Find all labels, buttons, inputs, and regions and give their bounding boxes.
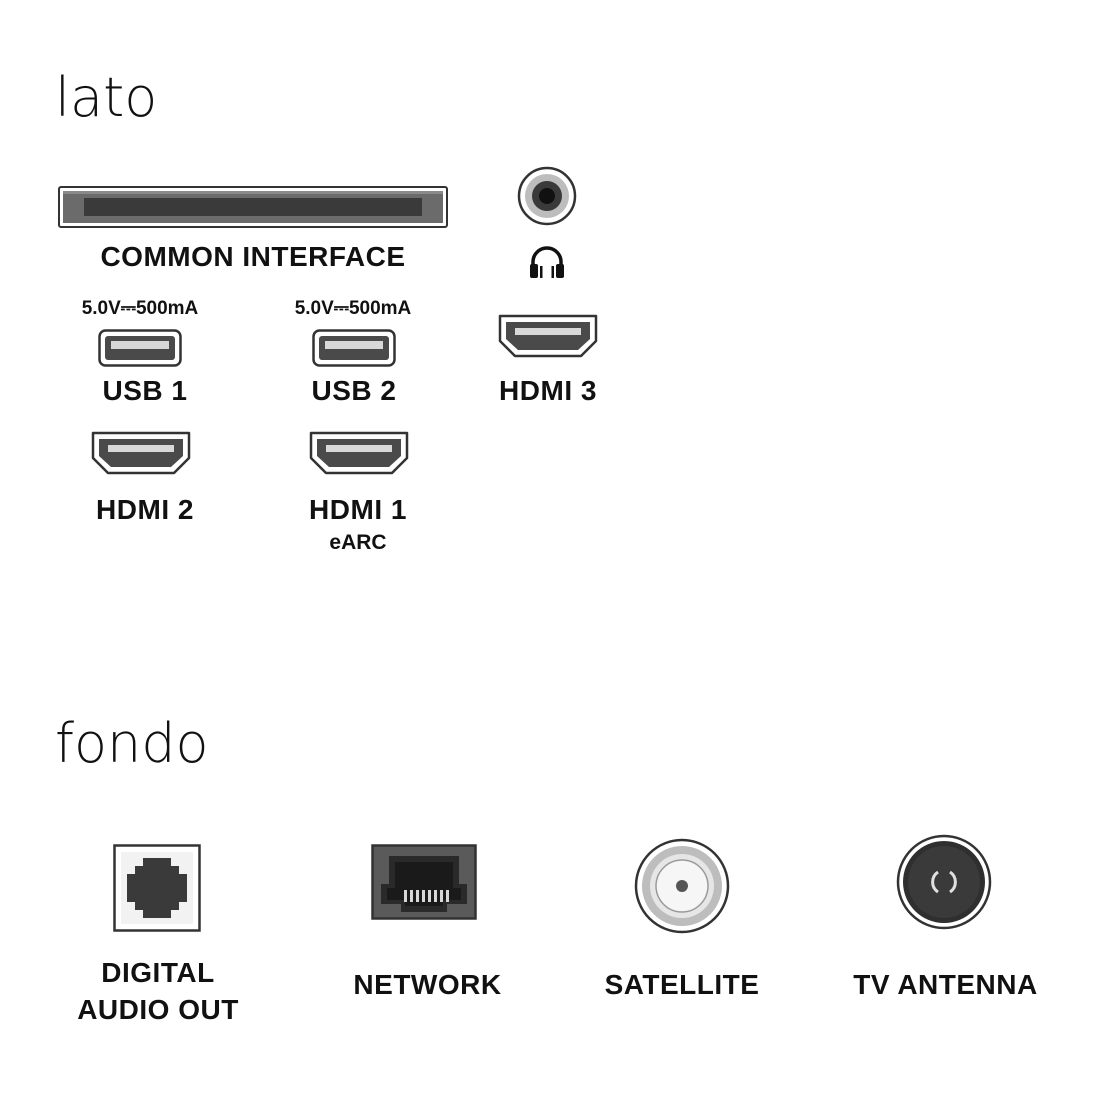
optical-port-icon (113, 844, 201, 932)
hdmi1-label: HDMI 1 (309, 494, 407, 525)
tv-antenna-label: TV ANTENNA (853, 969, 1038, 1000)
hdmi3-label: HDMI 3 (499, 375, 597, 406)
digital-audio-out-label-line1: DIGITAL (101, 957, 215, 988)
usb1-label: USB 1 (102, 375, 188, 406)
common-interface-label: COMMON INTERFACE (100, 241, 406, 272)
network-label: NETWORK (353, 969, 502, 1000)
satellite-port-icon (634, 838, 730, 934)
ethernet-port-icon (371, 844, 477, 920)
usb1-rating: 5.0V⎓500mA (81, 298, 199, 319)
section-title-side: lato (55, 66, 158, 129)
digital-audio-out-label-line2: AUDIO OUT (77, 994, 239, 1025)
usb2-label: USB 2 (311, 375, 397, 406)
headphone-jack-icon (517, 166, 577, 226)
hdmi3-port-icon (497, 313, 599, 359)
usb2-rating: 5.0V⎓500mA (294, 298, 412, 319)
headphone-icon (527, 244, 567, 280)
hdmi2-port-icon (90, 430, 192, 476)
usb2-port-icon (312, 329, 396, 367)
hdmi1-port-icon (308, 430, 410, 476)
section-title-bottom: fondo (55, 712, 209, 775)
digital-audio-out-label: DIGITAL AUDIO OUT (60, 954, 256, 1028)
hdmi2-label: HDMI 2 (96, 494, 194, 525)
antenna-port-icon (896, 834, 992, 930)
hdmi1-sublabel: eARC (329, 531, 387, 554)
usb1-port-icon (98, 329, 182, 367)
satellite-label: SATELLITE (604, 969, 760, 1000)
ci-slot-icon (58, 186, 448, 228)
